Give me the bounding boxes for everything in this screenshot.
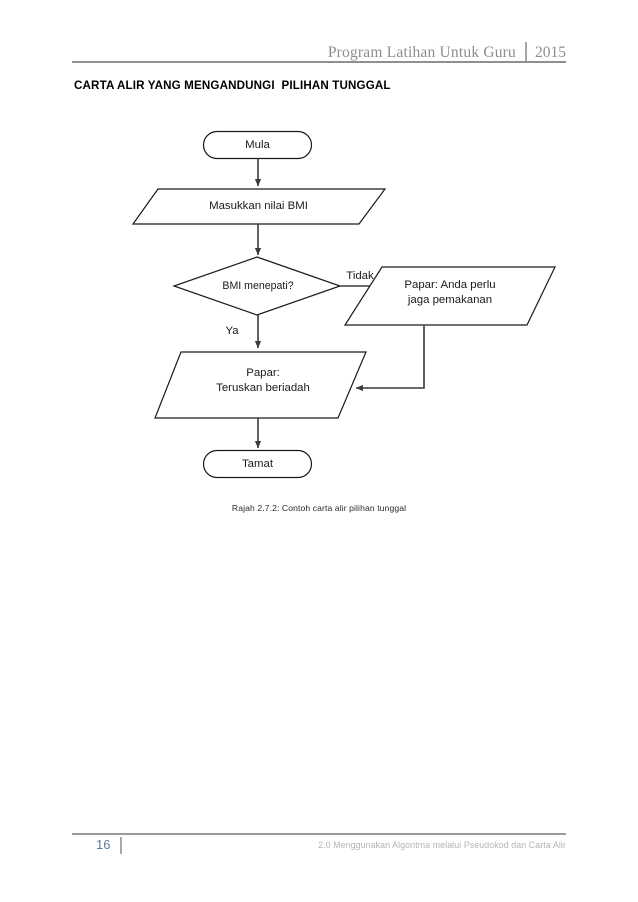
branch-label-ya: Ya [225,325,239,337]
connector-merge-loop [355,325,425,392]
flowchart-diagram: Mula Masukkan nilai BMI BMI menepati? Pa… [0,110,638,510]
branch-label-tidak: Tidak [346,270,374,282]
node-shape-output-ok [154,351,367,419]
node-shape-decision [172,256,342,316]
header-year: 2015 [535,43,566,61]
flowchart-canvas [131,130,556,479]
page-number: 16 [96,837,111,852]
vertical-bar-icon [525,42,527,61]
figure-caption: Rajah 2.7.2: Contoh carta alir pilihan t… [231,503,407,513]
page-header: Program Latihan Untuk Guru 2015 [72,36,566,62]
page-title: CARTA ALIR YANG MENGANDUNGI PILIHAN TUNG… [74,79,391,92]
vertical-bar-icon [120,837,122,854]
node-shape-start [202,130,313,160]
footer-chapter-label: 2.0 Menggunakan Algoritma melalui Pseudo… [318,840,566,850]
header-title: Program Latihan Untuk Guru [327,43,516,61]
node-shape-end [202,449,313,479]
page-footer: 16 2.0 Menggunakan Algoritma melalui Pse… [72,836,566,858]
node-shape-output-diet [343,266,556,326]
footer-divider [72,833,566,835]
header-divider [72,61,566,63]
node-shape-input-bmi [131,188,387,225]
